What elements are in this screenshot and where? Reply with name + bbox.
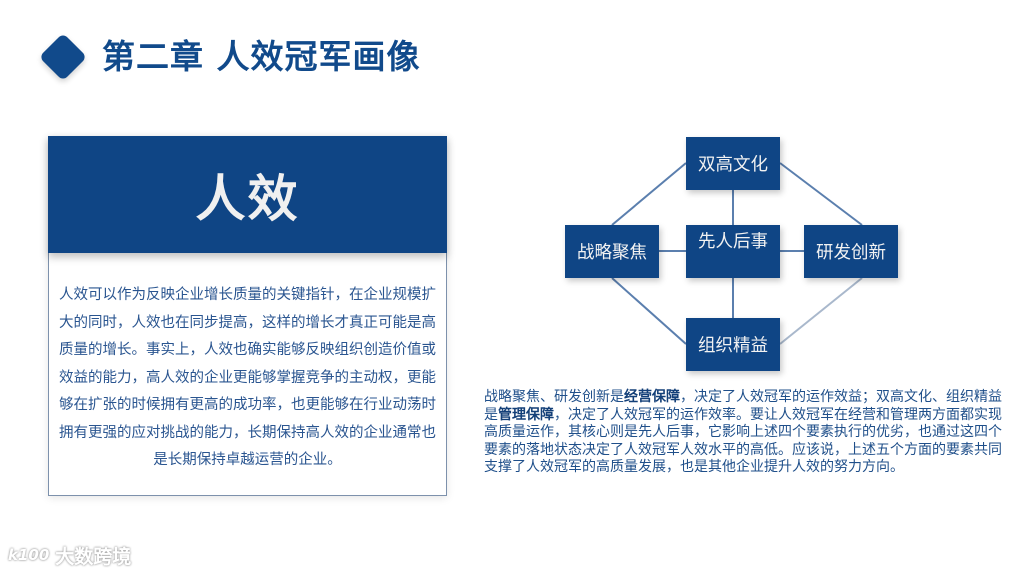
node-rd-innovation: 研发创新 xyxy=(804,225,898,278)
line-left-bottom xyxy=(611,277,687,345)
card-body-text: 人效可以作为反映企业增长质量的关键指针，在企业规模扩大的同时，人效也在同步提高，… xyxy=(59,287,436,468)
explanation-text-2: ，决定了人效冠军的运作效益；双高文化、组织精益是 xyxy=(484,389,1002,423)
card-header: 人效 xyxy=(48,136,447,253)
watermark-logo-icon: k100 xyxy=(8,546,50,564)
explanation-bold-2: 管理保障 xyxy=(498,406,554,423)
renxiao-card: 人效 人效可以作为反映企业增长质量的关键指针，在企业规模扩大的同时，人效也在同步… xyxy=(48,136,447,496)
node-dual-high-culture: 双高文化 xyxy=(686,137,780,190)
explanation-paragraph: 战略聚焦、研发创新是经营保障，决定了人效冠军的运作效益；双高文化、组织精益是管理… xyxy=(484,389,1004,477)
explanation-text-3: ，决定了人效冠军的运作效率。要让人效冠军在经营和管理两方面都实现高质量运作，其核… xyxy=(484,406,1002,476)
line-left-top xyxy=(611,162,687,226)
card-title: 人效 xyxy=(195,169,300,228)
watermark-text: 大数跨境 xyxy=(55,545,132,568)
node-strategic-focus: 战略聚焦 xyxy=(565,225,659,278)
watermark: k100 大数跨境 xyxy=(8,540,131,570)
node-lean-organization: 组织精益 xyxy=(686,318,780,371)
node-people-first: 先人后事 xyxy=(686,225,780,278)
section-diamond-icon xyxy=(38,32,88,82)
explanation-text-1: 战略聚焦、研发创新是 xyxy=(484,389,624,405)
page-title: 第二章 人效冠军画像 xyxy=(102,37,421,76)
line-top-right xyxy=(779,162,863,226)
explanation-bold-1: 经营保障 xyxy=(624,389,680,405)
line-right-bottom xyxy=(779,277,863,345)
